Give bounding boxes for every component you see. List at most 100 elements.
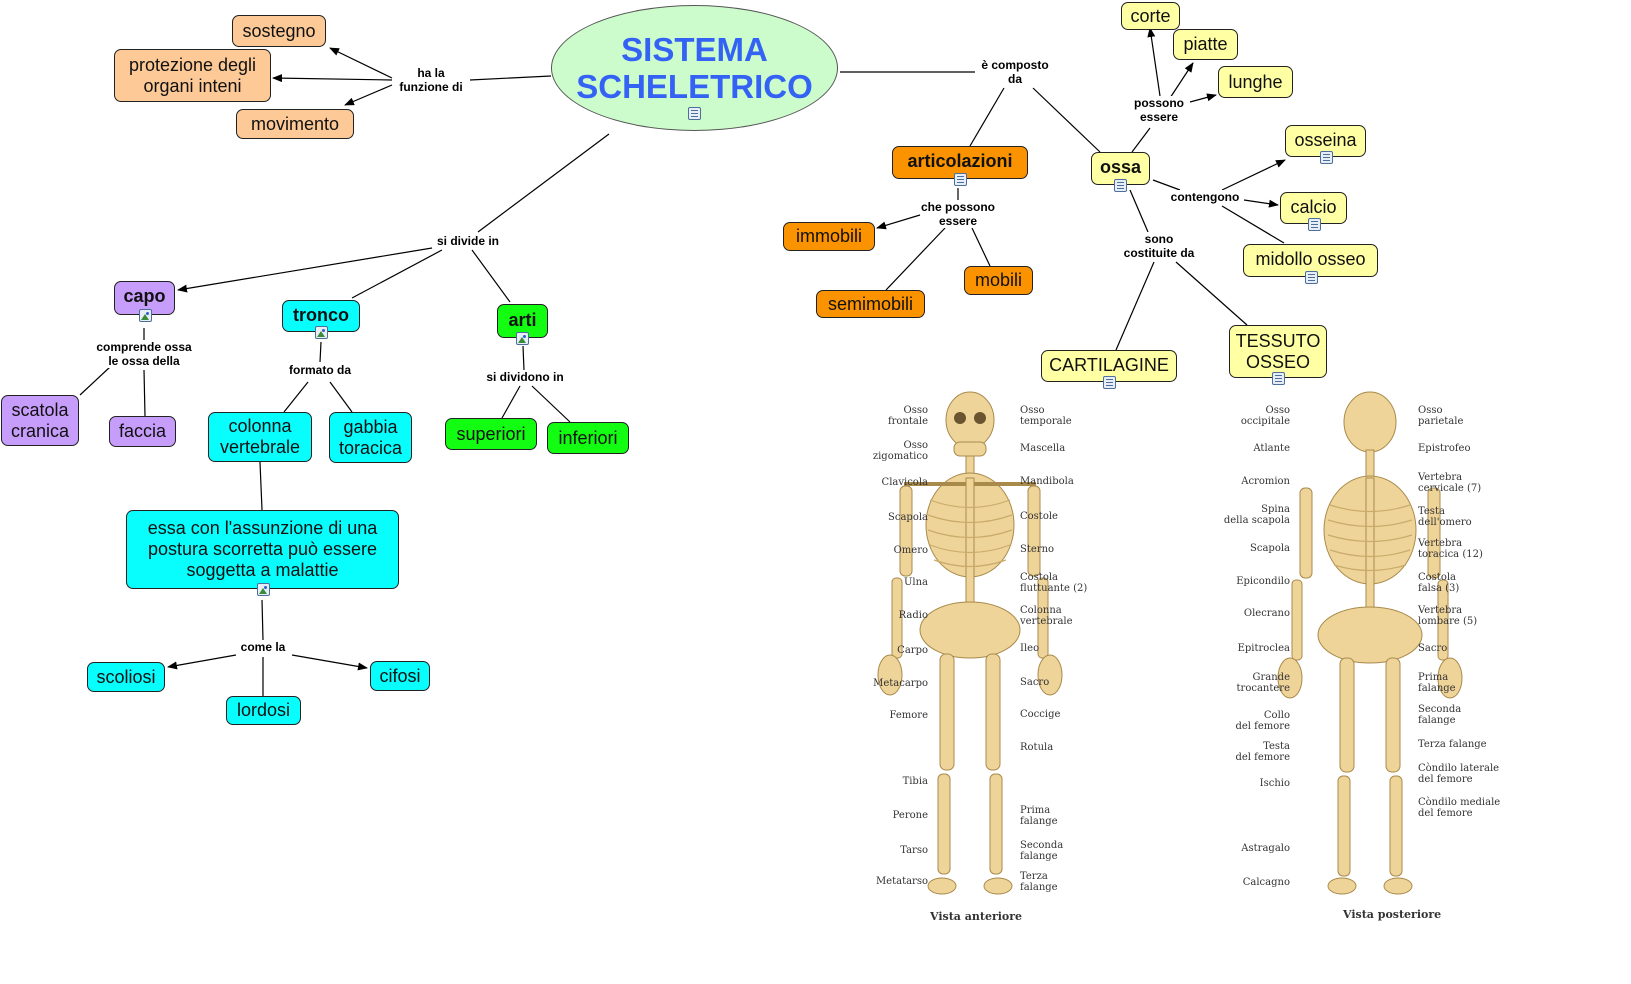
- note-icon[interactable]: [1114, 179, 1127, 192]
- skeleton-label: Seconda falange: [1418, 704, 1462, 726]
- node-midollo-osseo[interactable]: midollo osseo: [1243, 244, 1378, 284]
- note-icon[interactable]: [1103, 376, 1116, 389]
- node-ossa[interactable]: ossa: [1091, 152, 1150, 192]
- image-icon[interactable]: [315, 326, 328, 339]
- node-corte[interactable]: corte: [1121, 2, 1180, 30]
- skeleton-label: Collo del femore: [1235, 710, 1290, 732]
- node-calcio[interactable]: calcio: [1280, 192, 1347, 231]
- skeleton-label: Tarso: [900, 845, 928, 856]
- skeleton-label: Astragalo: [1241, 843, 1290, 854]
- caption-vista-anteriore: Vista anteriore: [930, 910, 1023, 923]
- node-protezione-degli-organi-interni[interactable]: protezione degli organi inteni: [114, 49, 271, 102]
- link-label-possono-essere: possono essere: [1134, 96, 1184, 124]
- skeleton-label: Osso zigomatico: [872, 440, 928, 462]
- link-label-si-dividono-in: si dividono in: [486, 370, 564, 384]
- skeleton-label: Spina della scapola: [1223, 504, 1290, 526]
- link-label-comprende-ossa: comprende ossa le ossa della: [96, 340, 192, 368]
- skeleton-label: Osso temporale: [1020, 405, 1072, 427]
- skeleton-label: Sacro: [1418, 643, 1448, 654]
- skeleton-label: Costola falsa (3): [1418, 572, 1460, 594]
- skeleton-label: Seconda falange: [1020, 840, 1064, 862]
- note-icon[interactable]: [688, 107, 701, 120]
- link-label-sono-costituite-da: sono costituite da: [1123, 232, 1195, 260]
- skeleton-label: Vertebra lombare (5): [1418, 605, 1478, 627]
- node-scoliosi[interactable]: scoliosi: [87, 662, 165, 692]
- skeleton-label: Metacarpo: [873, 678, 928, 689]
- link-label-come-la: come la: [240, 640, 286, 654]
- image-icon[interactable]: [257, 583, 270, 596]
- skeleton-label: Vertebra toracica (12): [1418, 538, 1483, 560]
- note-icon[interactable]: [954, 173, 967, 186]
- node-colonna-vertebrale[interactable]: colonna vertebrale: [208, 412, 312, 462]
- title-line-2: SCHELETRICO: [576, 68, 813, 105]
- node-gabbia-toracica[interactable]: gabbia toracica: [329, 412, 412, 463]
- note-icon[interactable]: [1320, 151, 1333, 164]
- skeleton-posterior-illustration: [1277, 391, 1463, 895]
- skeleton-label: Grande trocantere: [1236, 672, 1290, 694]
- image-icon[interactable]: [516, 332, 529, 345]
- image-icon[interactable]: [139, 309, 152, 322]
- skeleton-label: Rotula: [1020, 742, 1054, 753]
- skeleton-label: Omero: [893, 545, 928, 556]
- node-osseina[interactable]: osseina: [1285, 125, 1366, 164]
- skeleton-label: Sacro: [1020, 677, 1050, 688]
- central-topic-sistema-scheletrico[interactable]: SISTEMA SCHELETRICO: [551, 5, 838, 131]
- skeleton-label: Olecrano: [1243, 608, 1290, 619]
- node-mobili[interactable]: mobili: [964, 266, 1033, 295]
- node-cifosi[interactable]: cifosi: [370, 661, 430, 691]
- link-label-contengono: contengono: [1170, 190, 1240, 204]
- skeleton-label: Osso occipitale: [1240, 405, 1290, 427]
- node-piatte[interactable]: piatte: [1173, 29, 1238, 60]
- skeleton-label: Acromion: [1241, 476, 1290, 487]
- node-cartilagine[interactable]: CARTILAGINE: [1041, 350, 1177, 389]
- node-arti[interactable]: arti: [497, 304, 548, 345]
- node-articolazioni[interactable]: articolazioni: [892, 146, 1028, 186]
- skeleton-label: Sterno: [1020, 544, 1055, 555]
- node-semimobili[interactable]: semimobili: [816, 290, 925, 318]
- skeleton-label: Vertebra cervicale (7): [1418, 472, 1482, 494]
- skeleton-label: Mascella: [1020, 443, 1066, 454]
- node-scatola-cranica[interactable]: scatola cranica: [1, 395, 79, 446]
- skeleton-label: Costola fluttuante (2): [1020, 572, 1088, 594]
- link-label-si-divide-in: si divide in: [436, 234, 500, 248]
- skeleton-label: Costole: [1020, 511, 1058, 522]
- caption-vista-posteriore: Vista posteriore: [1343, 908, 1442, 921]
- skeleton-label: Osso frontale: [887, 405, 928, 427]
- skeleton-label: Femore: [889, 710, 928, 721]
- node-faccia[interactable]: faccia: [109, 416, 176, 447]
- note-icon[interactable]: [1272, 372, 1285, 385]
- note-icon[interactable]: [1305, 271, 1318, 284]
- node-lordosi[interactable]: lordosi: [226, 696, 301, 725]
- node-superiori[interactable]: superiori: [445, 418, 537, 450]
- skeleton-label: Atlante: [1253, 443, 1290, 454]
- skeleton-label: Testa dell'omero: [1418, 506, 1472, 528]
- skeleton-label: Terza falange: [1020, 871, 1058, 893]
- link-label-che-possono-essere: che possono essere: [920, 200, 996, 228]
- title-line-1: SISTEMA: [621, 31, 768, 68]
- node-movimento[interactable]: movimento: [236, 109, 354, 139]
- note-icon[interactable]: [1308, 218, 1321, 231]
- skeleton-label: Scapola: [1250, 543, 1290, 554]
- node-essa-postura-scorretta[interactable]: essa con l'assunzione di una postura sco…: [126, 510, 399, 596]
- node-inferiori[interactable]: inferiori: [547, 422, 629, 454]
- skeleton-label: Epicondilo: [1236, 576, 1290, 587]
- node-tessuto-osseo[interactable]: TESSUTO OSSEO: [1229, 325, 1327, 385]
- skeleton-label: Epitroclea: [1237, 643, 1290, 654]
- skeleton-label: Terza falange: [1418, 739, 1487, 750]
- node-capo[interactable]: capo: [114, 281, 175, 322]
- node-immobili[interactable]: immobili: [783, 222, 875, 251]
- skeleton-label: Tibia: [902, 776, 928, 787]
- link-label-formato-da: formato da: [288, 363, 352, 377]
- skeleton-label: Osso parietale: [1418, 405, 1464, 427]
- skeleton-label: Perone: [892, 810, 928, 821]
- node-tronco[interactable]: tronco: [282, 300, 360, 339]
- skeleton-label: Scapola: [888, 512, 928, 523]
- skeleton-label: Ischio: [1259, 778, 1290, 789]
- skeleton-label: Metatarso: [875, 876, 928, 887]
- skeleton-label: Testa del femore: [1235, 741, 1290, 763]
- skeleton-label: Clavicola: [881, 477, 928, 488]
- node-sostegno[interactable]: sostegno: [232, 15, 326, 47]
- node-lunghe[interactable]: lunghe: [1218, 66, 1293, 98]
- skeleton-label: Colonna vertebrale: [1020, 605, 1073, 627]
